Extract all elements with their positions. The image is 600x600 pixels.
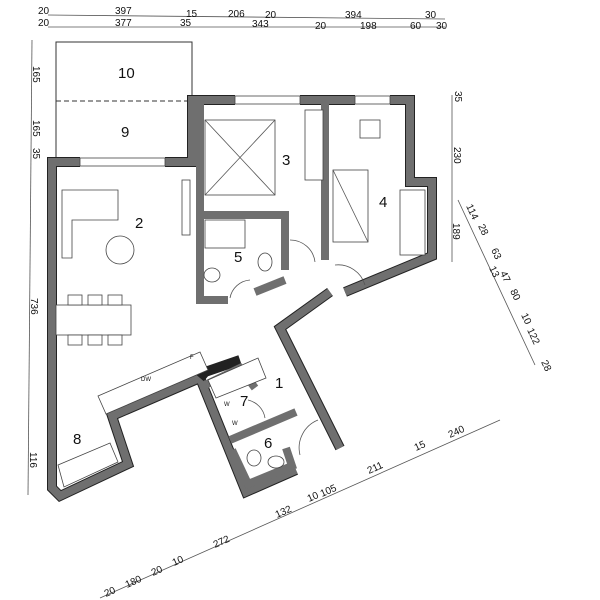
dim: 132	[274, 504, 294, 521]
dim: 30	[425, 10, 437, 21]
dim: 15	[186, 9, 198, 20]
room-5-label: 5	[234, 249, 242, 266]
dim: 116	[27, 452, 38, 468]
dim: 80	[507, 288, 522, 303]
dim: 122	[524, 327, 541, 347]
windows	[79, 95, 391, 236]
dim: 20	[38, 18, 50, 29]
dimensions-right-diagonal: 114 28 63 13 47 80 10 122 28	[463, 203, 553, 374]
dim: 20	[38, 6, 50, 17]
room-4-label: 4	[379, 194, 387, 211]
dim: 343	[252, 19, 269, 30]
dim: 13	[486, 265, 501, 280]
dim: 180	[124, 574, 144, 591]
dim: 20	[150, 564, 165, 579]
dim: 105	[319, 483, 339, 500]
dim: 20	[265, 10, 277, 21]
dim: 211	[366, 460, 385, 477]
dim: 736	[28, 298, 39, 315]
furniture	[55, 109, 426, 488]
dim: 28	[475, 223, 490, 238]
dim: 10	[518, 312, 533, 327]
dim: 240	[447, 424, 467, 441]
room-2-label: 2	[135, 215, 143, 232]
washer-label-1: W	[224, 402, 230, 408]
dim: 114	[463, 203, 480, 222]
door-swings	[229, 239, 366, 456]
room-10-label: 10	[118, 65, 135, 82]
dimensions-top-row1: 20 397 15 206 20 394 30	[38, 6, 437, 21]
room-7-label: 7	[240, 393, 248, 410]
dim: 60	[410, 21, 422, 32]
room-8-label: 8	[73, 431, 81, 448]
dim: 165	[30, 66, 41, 83]
dim: 35	[452, 91, 463, 103]
dim: 10	[171, 554, 186, 569]
dimension-lines	[27, 14, 536, 599]
dimensions-top-row2: 20 377 35 343 20 198 60 30	[38, 18, 448, 32]
dim: 198	[360, 21, 377, 32]
room-1-label: 1	[275, 375, 283, 392]
washer-label-2: W	[232, 421, 238, 427]
dim: 63	[488, 247, 503, 262]
room-9-label: 9	[121, 124, 129, 141]
dim: 377	[115, 18, 132, 29]
dim: 28	[538, 359, 553, 374]
dim: 47	[497, 270, 512, 285]
dimensions-left: 165 165 35 736 116	[27, 66, 41, 468]
dim: 35	[30, 148, 41, 160]
dim: 272	[212, 534, 232, 551]
room-6-label: 6	[264, 435, 272, 452]
balcony	[55, 41, 193, 163]
dim: 189	[450, 223, 461, 240]
dimensions-right-vertical: 35 230 189	[450, 91, 463, 240]
dim: 394	[345, 10, 362, 21]
fridge-label: F	[190, 355, 194, 361]
room-3-label: 3	[282, 152, 290, 169]
dim: 15	[413, 439, 428, 454]
dim: 20	[103, 585, 118, 600]
dim: 206	[228, 9, 245, 20]
dim: 20	[315, 21, 327, 32]
dim: 35	[180, 18, 192, 29]
dim: 10	[306, 490, 321, 505]
dim: 165	[30, 120, 41, 137]
dim: 30	[436, 21, 448, 32]
dim: 230	[451, 147, 462, 164]
dim: 397	[115, 6, 132, 17]
dishwasher-label: DW	[141, 377, 151, 383]
